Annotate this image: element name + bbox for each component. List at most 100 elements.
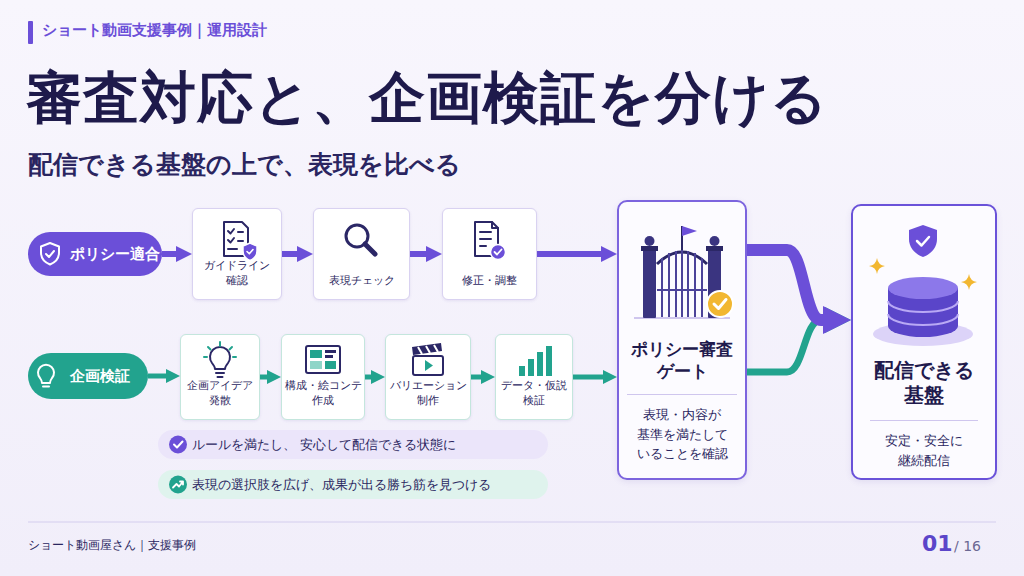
storyboard-icon <box>310 350 322 358</box>
shield-icon <box>41 243 59 265</box>
checklist-icon <box>238 240 243 242</box>
storyboard-icon <box>325 350 336 353</box>
checklist-icon <box>228 229 234 234</box>
gate-illustration <box>657 289 707 291</box>
flow-arrow <box>747 320 851 372</box>
flow-arrow <box>573 375 617 380</box>
section-tag: ショート動画支援事例｜運用設計 <box>42 21 267 39</box>
checklist-icon <box>247 250 253 254</box>
magnifier-icon <box>346 225 368 247</box>
checklist-icon <box>224 222 248 256</box>
process-box: バリエーション 制作 <box>385 334 471 420</box>
checklist-icon <box>224 222 257 261</box>
gate-illustration <box>714 300 726 309</box>
storyboard-icon <box>325 355 333 358</box>
gate-illustration <box>645 236 655 246</box>
database-illustration <box>888 301 958 325</box>
footer-rule <box>28 521 996 522</box>
node-title: ルールを満たし、 安心して配信できる状態に <box>192 436 456 454</box>
bulb-icon <box>43 386 49 388</box>
process-box: ガイドライン 確認 <box>192 208 282 300</box>
lane-label: ポリシー適合 <box>28 232 162 276</box>
clapper-icon <box>413 356 443 375</box>
database-illustration <box>869 258 885 274</box>
process-box: 表現チェック <box>313 208 410 300</box>
idea-icon <box>204 342 236 357</box>
idea-icon <box>204 342 236 377</box>
gate-illustration <box>634 226 733 318</box>
checklist-icon <box>238 231 243 233</box>
process-box: データ・仮説 検証 <box>495 334 573 420</box>
node-title: ガイドライン 確認 <box>195 259 279 288</box>
bar-chart-icon <box>519 366 525 376</box>
flow-arrow <box>260 375 281 380</box>
node-title: バリエーション 制作 <box>388 379 468 408</box>
process-box: 企画アイデア 発散 <box>180 334 260 420</box>
bar-chart-icon <box>546 346 552 376</box>
magnifier-icon <box>346 225 375 254</box>
page-total: / 16 <box>954 538 981 555</box>
gate-illustration <box>681 250 683 317</box>
gate-illustration <box>706 246 723 251</box>
idea-icon <box>210 347 230 369</box>
bar-chart-icon <box>519 346 552 376</box>
bulb-icon <box>38 365 54 387</box>
clapper-icon <box>425 360 433 371</box>
flow-arrow <box>537 251 617 257</box>
gate-illustration <box>643 248 656 318</box>
bar-chart-icon <box>528 359 534 376</box>
idea-icon <box>216 372 224 374</box>
gate-illustration <box>661 258 663 317</box>
checklist-icon <box>243 243 257 261</box>
document-check-icon <box>480 245 486 247</box>
gate-illustration <box>657 252 707 264</box>
database-illustration <box>869 225 977 346</box>
note-band: ルールを満たし、 安心して配信できる状態に <box>158 430 548 459</box>
database-illustration <box>909 225 937 257</box>
checklist-icon <box>228 248 237 250</box>
node-body: 表現・内容が 基準を満たして いることを確認 <box>627 394 737 463</box>
flow-arrow <box>410 251 442 257</box>
document-check-icon <box>475 222 506 260</box>
bulb-icon <box>38 365 54 383</box>
storyboard-icon <box>306 346 340 373</box>
flow-arrow <box>148 374 180 379</box>
node-title: ポリシー適合 <box>70 245 160 264</box>
footer-text: ショート動画屋さん｜支援事例 <box>28 538 196 552</box>
database-illustration <box>873 322 973 346</box>
bar-chart-icon <box>537 352 543 376</box>
document-check-icon <box>492 222 498 228</box>
database-illustration <box>961 274 977 290</box>
gate-illustration <box>681 226 683 250</box>
flow-arrow <box>162 251 192 257</box>
flow-arrow <box>282 251 313 257</box>
database-illustration <box>888 277 958 299</box>
header-bar <box>28 21 33 44</box>
clapper-icon <box>412 343 442 355</box>
gate-illustration <box>682 226 697 236</box>
document-check-icon <box>480 231 491 233</box>
magnifier-icon <box>365 244 375 254</box>
flow-arrow <box>365 375 385 380</box>
gate-illustration <box>694 253 696 317</box>
trend-badge-icon <box>169 476 187 494</box>
idea-icon <box>218 376 223 378</box>
document-check-icon <box>475 222 498 256</box>
lane-label: 企画検証 <box>28 353 148 399</box>
gate-illustration <box>668 253 670 317</box>
slide-title: 審査対応と、企画検証を分ける <box>26 64 828 131</box>
clapper-icon <box>418 345 438 354</box>
flow-arrow <box>747 250 851 320</box>
check-badge-icon <box>174 442 183 448</box>
note-band: 表現の選択肢を広げ、成果が出る勝ち筋を見つける <box>158 470 548 499</box>
storyboard-icon <box>306 346 340 373</box>
node-title: 企画検証 <box>70 367 130 386</box>
shield-icon <box>46 251 54 257</box>
gate-illustration <box>687 251 689 317</box>
node-title: 配信できる 基盤 <box>864 358 984 408</box>
gate-illustration <box>710 236 720 246</box>
flow-arrow <box>471 375 495 380</box>
subtitle: 配信できる基盤の上で、表現を比べる <box>28 150 461 180</box>
gate-illustration <box>707 291 733 317</box>
node-title: 構成・絵コンテ 作成 <box>284 379 362 408</box>
